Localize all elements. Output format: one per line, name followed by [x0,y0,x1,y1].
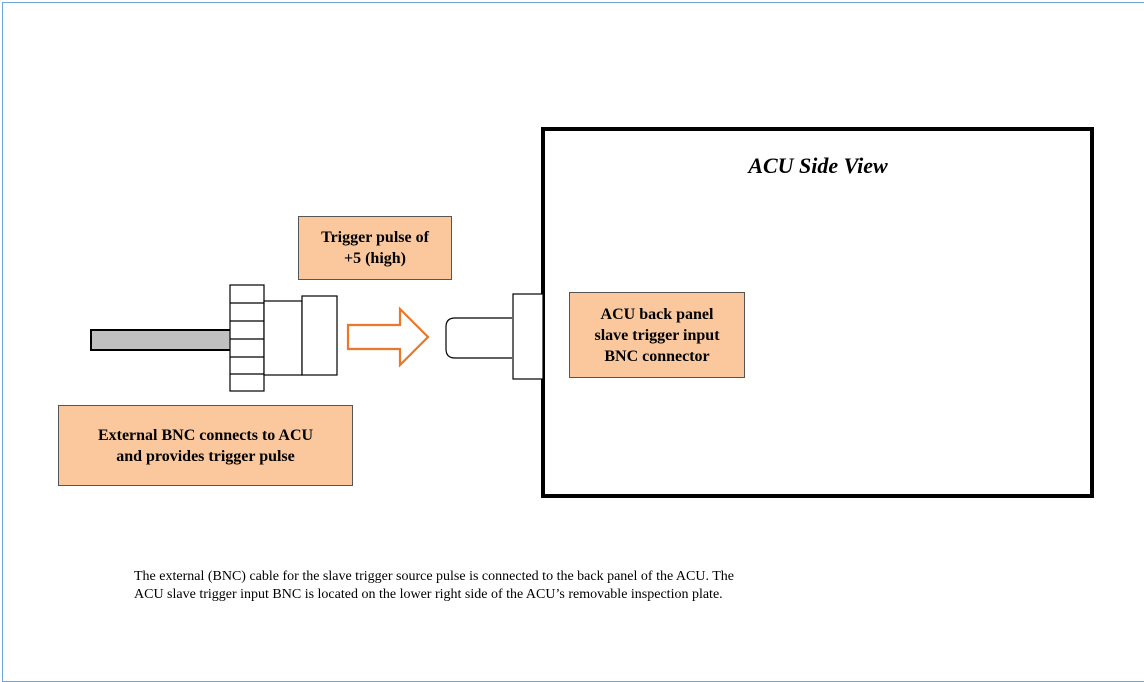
signal-direction-arrow [346,306,430,368]
diagram-canvas [90,127,1094,498]
bnc-cable [90,329,232,351]
bnc-body [263,300,303,376]
caption-line-2: ACU slave trigger input BNC is located o… [134,587,723,602]
acu-connector-mount [512,293,544,380]
bnc-knurled-nut [229,284,265,392]
trigger-pulse-label: Trigger pulse of +5 (high) [298,216,452,280]
figure-caption: The external (BNC) cable for the slave t… [134,568,1034,604]
acu-connector-pin [445,317,512,359]
diagram-title: ACU Side View [748,153,888,178]
bnc-tip [301,295,338,376]
caption-line-1: The external (BNC) cable for the slave t… [134,569,734,584]
external-bnc-label: External BNC connects to ACU and provide… [58,405,353,486]
acu-connector-label: ACU back panel slave trigger input BNC c… [569,292,745,378]
